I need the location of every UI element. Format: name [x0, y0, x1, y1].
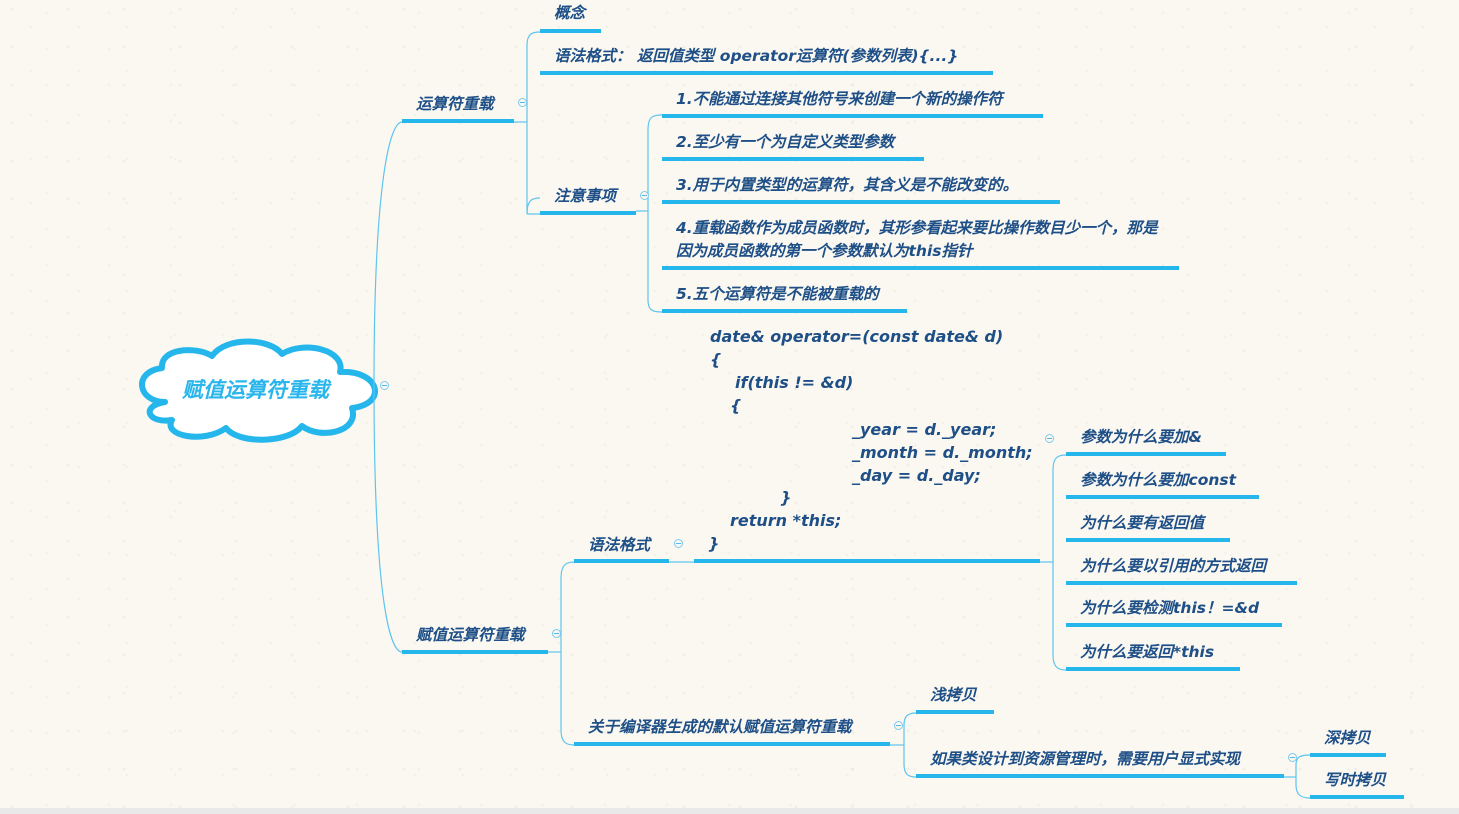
topic-op-syntax-underline — [540, 71, 993, 75]
question-return-value-underline — [1066, 538, 1230, 542]
code-line: _month = d._month; — [852, 443, 1033, 462]
topic-copy-on-write[interactable]: 写时拷贝 — [1324, 771, 1387, 789]
topic-operator-overload-underline — [402, 119, 514, 123]
topic-deep-copy-underline — [1310, 753, 1386, 757]
question-ampersand[interactable]: 参数为什么要加& — [1080, 428, 1203, 446]
assign-syntax-collapse-toggle[interactable] — [674, 539, 683, 548]
code-line: { — [710, 350, 722, 369]
resource-management-collapse-toggle[interactable] — [1288, 753, 1297, 762]
topic-assignment-overload-underline — [402, 650, 548, 654]
question-return-by-reference[interactable]: 为什么要以引用的方式返回 — [1080, 557, 1267, 575]
note-item-1[interactable]: 1.不能通过连接其他符号来创建一个新的操作符 — [676, 90, 1003, 108]
topic-notes-underline — [540, 211, 636, 215]
code-line: if(this != &d) — [735, 373, 854, 392]
note-item-3[interactable]: 3.用于内置类型的运算符，其含义是不能改变的。 — [676, 176, 1019, 194]
code-line: _year = d._year; — [852, 420, 997, 439]
note-item-5[interactable]: 5.五个运算符是不能被重载的 — [676, 285, 879, 303]
question-ampersand-underline — [1066, 452, 1226, 456]
topic-assignment-overload[interactable]: 赋值运算符重载 — [416, 626, 525, 644]
question-self-check-underline — [1066, 623, 1282, 627]
topic-default-operator-underline — [574, 742, 890, 746]
topic-deep-copy[interactable]: 深拷贝 — [1324, 729, 1371, 747]
question-const-underline — [1066, 495, 1259, 499]
code-line: } — [780, 488, 792, 507]
note-item-4[interactable]: 4.重载函数作为成员函数时，其形参看起来要比操作数目少一个，那是因为成员函数的第… — [676, 219, 1158, 260]
operator-overload-collapse-toggle[interactable] — [518, 98, 527, 107]
code-line: { — [730, 396, 742, 415]
topic-concept-underline — [540, 29, 601, 33]
root-topic[interactable]: 赋值运算符重载 — [182, 378, 329, 402]
topic-shallow-copy-underline — [916, 710, 994, 714]
bottom-scroll-strip — [0, 808, 1459, 814]
topic-operator-overload[interactable]: 运算符重载 — [416, 95, 494, 113]
topic-resource-management-underline — [916, 774, 1284, 778]
topic-resource-management[interactable]: 如果类设计到资源管理时，需要用户显式实现 — [930, 750, 1241, 768]
note-item-3-underline — [662, 200, 1060, 204]
question-return-by-reference-underline — [1066, 581, 1297, 585]
assignment-overload-collapse-toggle[interactable] — [552, 629, 561, 638]
note-item-5-underline — [662, 309, 907, 313]
default-operator-collapse-toggle[interactable] — [894, 721, 903, 730]
root-collapse-toggle[interactable] — [380, 381, 389, 390]
topic-notes[interactable]: 注意事项 — [554, 187, 617, 205]
note-item-1-underline — [662, 114, 1043, 118]
question-return-value[interactable]: 为什么要有返回值 — [1080, 514, 1205, 532]
topic-assign-syntax[interactable]: 语法格式 — [588, 536, 651, 554]
question-return-this[interactable]: 为什么要返回*this — [1080, 643, 1215, 661]
note-item-4-underline — [662, 266, 1179, 270]
topic-op-syntax[interactable]: 语法格式： 返回值类型 operator运算符(参数列表){...} — [554, 47, 959, 65]
notes-collapse-toggle[interactable] — [640, 191, 649, 200]
topic-assign-syntax-underline — [574, 559, 669, 563]
note-item-2-underline — [662, 157, 924, 161]
topic-copy-on-write-underline — [1310, 795, 1404, 799]
code-block-collapse-toggle[interactable] — [1045, 434, 1054, 443]
question-const[interactable]: 参数为什么要加const — [1080, 471, 1237, 489]
code-line: } — [708, 534, 720, 553]
code-line: return *this; — [730, 511, 842, 530]
topic-default-operator[interactable]: 关于编译器生成的默认赋值运算符重载 — [588, 718, 852, 736]
note-item-2[interactable]: 2.至少有一个为自定义类型参数 — [676, 133, 895, 151]
topic-shallow-copy[interactable]: 浅拷贝 — [930, 686, 977, 704]
question-self-check[interactable]: 为什么要检测this！=&d — [1080, 599, 1260, 617]
topic-concept[interactable]: 概念 — [554, 4, 586, 22]
code-line: _day = d._day; — [852, 466, 981, 485]
code-line: date& operator=(const date& d) — [710, 327, 1004, 346]
question-return-this-underline — [1066, 667, 1240, 671]
code-block-underline — [694, 559, 1040, 563]
